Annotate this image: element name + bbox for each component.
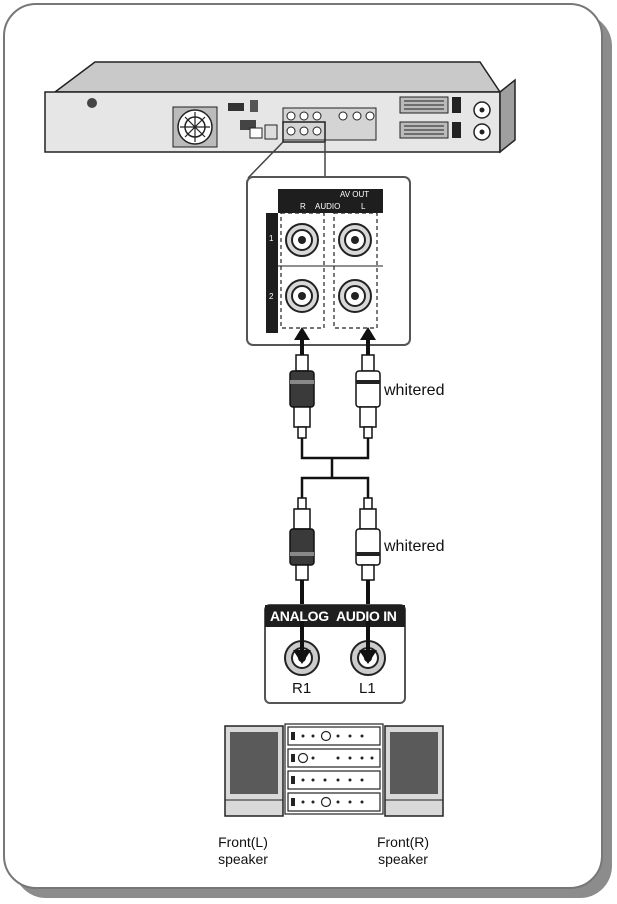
right-speaker [384, 725, 444, 817]
screw-icon [87, 98, 97, 108]
arrow-up-icon [294, 327, 310, 340]
rca-plug-white-upper [355, 354, 381, 439]
audio-label: AUDIO [315, 202, 341, 211]
rca-plug-red-upper [289, 354, 315, 439]
right-speaker-label-line1: Front(R) [376, 834, 430, 850]
row-label-1: 1 [269, 234, 274, 243]
rca-plug-red-lower [289, 497, 315, 581]
rca-jack-r1 [285, 223, 319, 257]
arrow-down-icon [359, 650, 377, 664]
left-speaker-label-line1: Front(L) [218, 834, 268, 850]
channel-l-group [333, 212, 378, 329]
left-speaker-label-line2: speaker [218, 851, 268, 867]
rca-jack-r2 [285, 279, 319, 313]
upper-cable-label: whitered [384, 382, 445, 399]
jack-label-l1: L1 [359, 680, 376, 697]
arrow-up-icon [360, 327, 376, 340]
receiver-banner-audio-in: AUDIO IN [336, 608, 397, 624]
av-out-title: AV OUT [340, 190, 370, 199]
jack-label-r1: R1 [292, 680, 312, 697]
channel-mark-l: L [361, 202, 366, 211]
rca-jack-l1 [338, 223, 372, 257]
channel-mark-r: R [300, 202, 306, 211]
zoom-line-left [247, 141, 284, 179]
rca-plug-white-lower [355, 497, 381, 581]
left-speaker-label: Front(L) speaker [213, 834, 273, 868]
row-label-2: 2 [269, 292, 274, 301]
lower-cable-label: whitered [384, 538, 445, 555]
receiver-banner-analog: ANALOG [270, 608, 329, 624]
right-speaker-label: Front(R) speaker [373, 834, 433, 868]
arrow-down-icon [293, 650, 311, 664]
stereo-unit [284, 723, 384, 815]
recorder-rear-panel [44, 61, 516, 154]
channel-r-group [280, 212, 325, 329]
rca-jack-l2 [338, 279, 372, 313]
av-out-panel [246, 176, 411, 346]
left-speaker [224, 725, 284, 817]
right-speaker-label-line2: speaker [378, 851, 428, 867]
